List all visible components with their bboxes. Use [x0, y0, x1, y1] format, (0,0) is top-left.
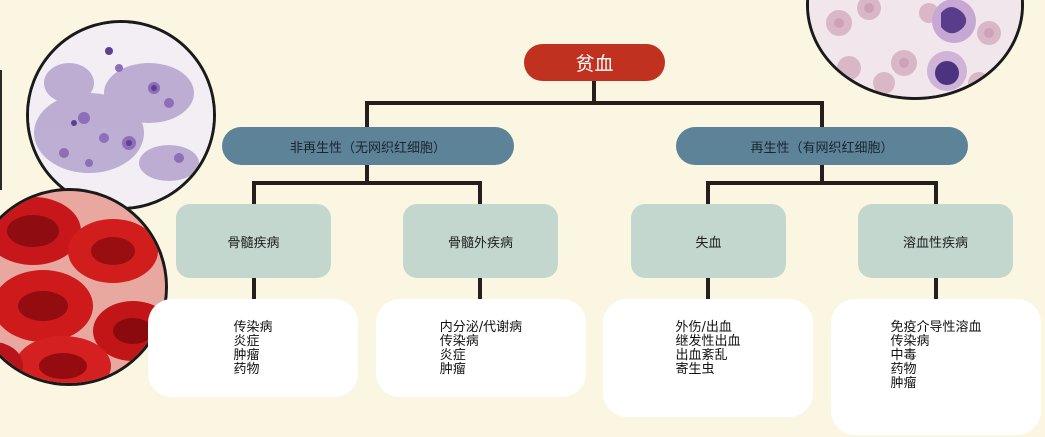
page-edge-line — [0, 70, 2, 190]
connector — [365, 101, 824, 105]
root-node: 贫血 — [524, 44, 665, 81]
list-item: 炎症 — [233, 334, 260, 349]
list-item: 肿瘤 — [890, 376, 917, 391]
connector — [934, 277, 938, 301]
connector — [820, 101, 824, 128]
list-item: 出血紊乱 — [675, 348, 728, 363]
list-item: 药物 — [890, 362, 917, 377]
list-item: 肿瘤 — [233, 348, 260, 363]
subcategory-label: 骨髓外疾病 — [447, 235, 513, 251]
category-non-regenerative: 非再生性（无网织红细胞） — [222, 127, 514, 165]
connector — [706, 181, 710, 206]
connector — [252, 181, 482, 185]
category-label: 非再生性（无网织红细胞） — [289, 140, 446, 156]
connector — [365, 164, 369, 184]
subcategory-label: 骨髓疾病 — [227, 235, 280, 251]
connector — [252, 277, 256, 301]
list-item: 传染病 — [439, 334, 479, 349]
list-item: 传染病 — [233, 320, 273, 335]
subcategory-marrow-disease: 骨髓疾病 — [176, 204, 331, 278]
red-blood-cells-closeup — [0, 188, 168, 386]
connector — [706, 181, 938, 185]
list-item: 内分泌/代谢病 — [439, 320, 523, 335]
subcategory-blood-loss: 失血 — [631, 204, 786, 278]
connector — [478, 277, 482, 301]
leaf-blood-loss-causes: 外伤/出血 继发性出血 出血紊乱 寄生虫 — [603, 299, 813, 417]
subcategory-label: 溶血性疾病 — [902, 235, 968, 251]
list-item: 寄生虫 — [675, 362, 715, 377]
list-item: 药物 — [233, 362, 260, 377]
category-regenerative: 再生性（有网织红细胞） — [676, 127, 968, 165]
connector — [365, 101, 369, 128]
list-item: 外伤/出血 — [675, 320, 732, 335]
connector — [934, 181, 938, 206]
list-item: 中毒 — [890, 348, 917, 363]
subcategory-hemolytic-disease: 溶血性疾病 — [858, 204, 1013, 278]
leaf-extramarrow-causes: 内分泌/代谢病 传染病 炎症 肿瘤 — [376, 299, 586, 397]
connector — [478, 181, 482, 206]
connector — [592, 81, 596, 103]
white-blood-cell-smear — [806, 0, 1024, 100]
connector — [820, 164, 824, 184]
blood-smear-micrograph — [26, 20, 216, 210]
list-item: 传染病 — [890, 334, 930, 349]
subcategory-extramarrow-disease: 骨髓外疾病 — [403, 204, 558, 278]
connector — [252, 181, 256, 206]
list-item: 肿瘤 — [439, 362, 466, 377]
leaf-hemolytic-causes: 免疫介导性溶血 传染病 中毒 药物 肿瘤 — [831, 299, 1041, 435]
list-item: 炎症 — [439, 348, 466, 363]
connector — [706, 277, 710, 301]
category-label: 再生性（有网织红细胞） — [750, 140, 894, 156]
list-item: 继发性出血 — [675, 334, 741, 349]
leaf-marrow-causes: 传染病 炎症 肿瘤 药物 — [148, 299, 358, 397]
list-item: 免疫介导性溶血 — [890, 320, 982, 335]
subcategory-label: 失血 — [695, 235, 722, 251]
root-label: 贫血 — [575, 53, 614, 75]
